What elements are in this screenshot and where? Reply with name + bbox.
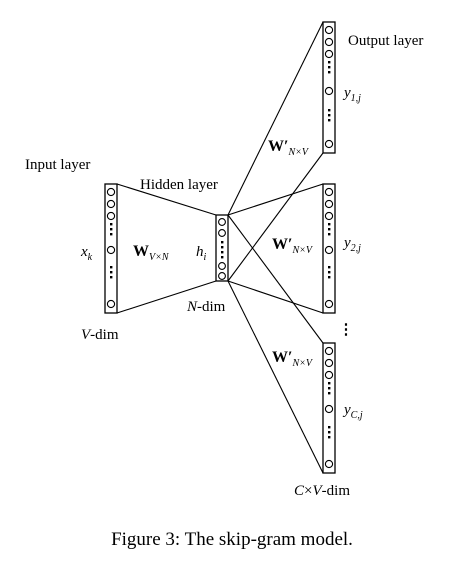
outputC-node — [324, 404, 334, 414]
input-layer-label: Input layer — [25, 157, 90, 173]
hidden-node — [218, 218, 226, 226]
edge-hidden-to-output1-bottom — [227, 152, 324, 282]
outputC-node — [324, 459, 334, 469]
connections — [116, 21, 324, 474]
hidden-node — [218, 262, 226, 270]
edge-hidden-to-outputC-bottom — [227, 280, 324, 474]
output2-node — [324, 299, 334, 309]
output-layer-1-column — [322, 21, 336, 154]
output2-node — [324, 187, 334, 197]
input-vector-label: xk — [80, 244, 93, 263]
edge-hidden-to-outputC-top — [227, 214, 324, 344]
output1-node — [324, 37, 334, 47]
input-node — [106, 211, 116, 221]
output1-node — [324, 86, 334, 96]
edge-input-to-hidden-bottom — [116, 280, 217, 314]
output-layer-2-column — [322, 183, 336, 314]
output2-vector-label: y2,j — [342, 235, 361, 254]
edge-hidden-to-output2-bottom — [227, 280, 324, 314]
input-weight-matrix-label: WV×N — [133, 243, 170, 263]
hidden-node — [218, 272, 226, 280]
outputC-node — [324, 358, 334, 368]
edge-hidden-to-output2-top — [227, 183, 324, 216]
outputC-vector-label: yC,j — [342, 402, 363, 421]
input-layer-column — [104, 183, 118, 314]
output2-weight-matrix-label: W′N×V — [272, 236, 314, 256]
output1-vector-label: y1,j — [342, 85, 361, 104]
figure-caption: Figure 3: The skip-gram model. — [111, 529, 353, 550]
output2-node — [324, 199, 334, 209]
outputC-node — [324, 370, 334, 380]
input-dim-label: V-dim — [81, 327, 119, 343]
output1-node — [324, 139, 334, 149]
hidden-layer-label: Hidden layer — [140, 177, 218, 193]
hidden-dim-label: N-dim — [186, 299, 226, 315]
hidden-node — [218, 229, 226, 237]
output-dim-label: C×V-dim — [294, 483, 350, 499]
output1-weight-matrix-label: W′N×V — [268, 138, 310, 158]
output-layer-label: Output layer — [348, 33, 423, 49]
output-layer-c-column — [322, 342, 336, 474]
edge-hidden-to-output1-top — [227, 21, 324, 216]
input-node — [106, 187, 116, 197]
hidden-layer-column — [215, 214, 229, 282]
output2-node — [324, 245, 334, 255]
hidden-vector-label: hi — [196, 244, 207, 263]
edge-input-to-hidden-top — [116, 183, 217, 216]
output1-node — [324, 49, 334, 59]
between-output-ellipsis: ⋮ — [339, 322, 354, 338]
output2-node — [324, 211, 334, 221]
input-node — [106, 245, 116, 255]
input-node — [106, 299, 116, 309]
input-node — [106, 199, 116, 209]
outputC-weight-matrix-label: W′N×V — [272, 349, 314, 369]
output1-node — [324, 25, 334, 35]
outputC-node — [324, 346, 334, 356]
